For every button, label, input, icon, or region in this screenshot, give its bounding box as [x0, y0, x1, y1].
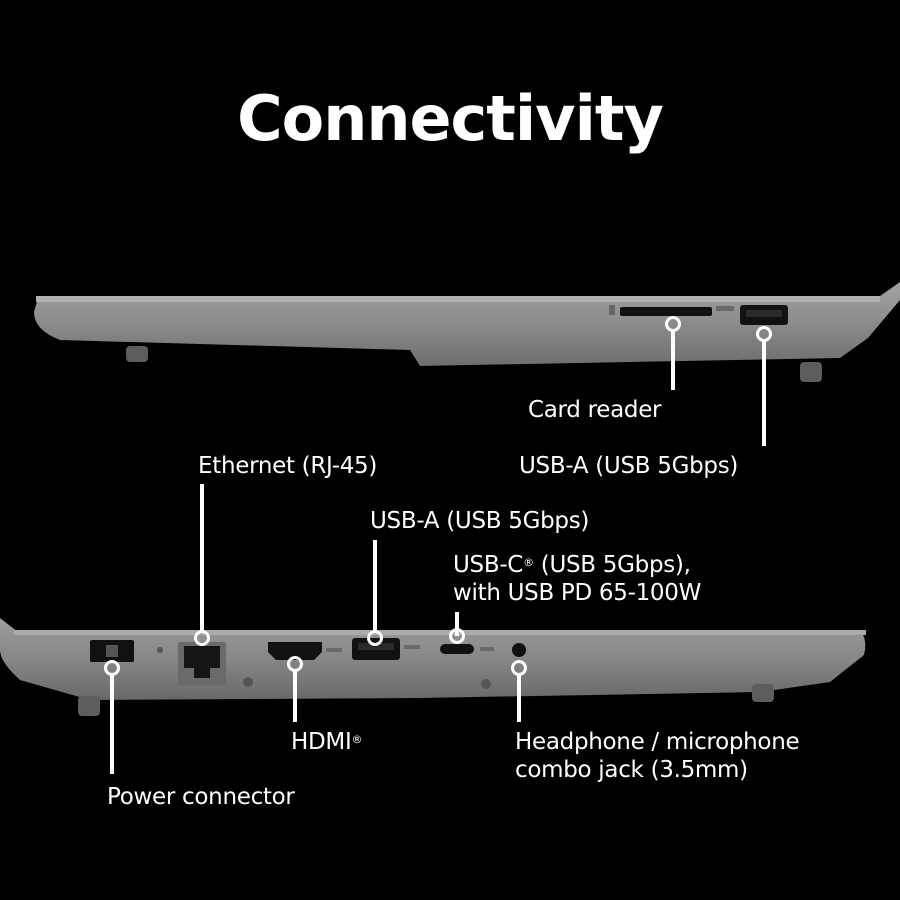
- sd-icon: [609, 305, 615, 315]
- headphone-label: Headphone / microphone combo jack (3.5mm…: [515, 728, 800, 784]
- usb-c-label-line1-rest: (USB 5Gbps),: [533, 552, 691, 578]
- usb-c-reg-mark: ®: [523, 556, 534, 569]
- card-reader-label: Card reader: [528, 397, 662, 423]
- usb-c-label: USB-C® (USB 5Gbps), with USB PD 65-100W: [453, 551, 701, 607]
- usb-c-port: [440, 644, 474, 654]
- foot: [800, 362, 822, 382]
- laptop-right-side: [34, 282, 900, 382]
- hdmi-leader: [293, 670, 297, 722]
- headphone-leader: [517, 674, 521, 722]
- ss-usb-icon: [716, 306, 734, 311]
- foot: [78, 696, 100, 716]
- usb-c-leader: [455, 612, 459, 636]
- usb-c-marker: [449, 628, 465, 644]
- laptop-left-side: [0, 618, 866, 716]
- foot: [752, 684, 774, 702]
- usb-a-left-leader: [373, 540, 377, 632]
- led-indicator: [157, 647, 163, 653]
- page-title: Connectivity: [237, 82, 664, 155]
- headphone-label-line1: Headphone / microphone: [515, 729, 800, 755]
- usb-a-left-label: USB-A (USB 5Gbps): [370, 508, 590, 534]
- hdmi-label-text: HDMI: [291, 729, 352, 755]
- hdmi-label: HDMI®: [291, 728, 362, 756]
- audio-jack: [512, 643, 526, 657]
- power-leader: [110, 674, 114, 774]
- headphone-label-line2: combo jack (3.5mm): [515, 757, 748, 783]
- ethernet-marker: [194, 630, 210, 646]
- usb-c-label-line2: with USB PD 65-100W: [453, 580, 702, 606]
- card-reader-slot: [620, 307, 712, 316]
- foot: [126, 346, 148, 362]
- power-label: Power connector: [107, 784, 295, 810]
- hdmi-reg-mark: ®: [351, 733, 363, 746]
- ethernet-label: Ethernet (RJ-45): [198, 453, 378, 479]
- ethernet-leader: [200, 484, 204, 632]
- card-reader-leader: [671, 330, 675, 390]
- usb-a-right-label: USB-A (USB 5Gbps): [519, 453, 739, 479]
- usb-a-left-marker: [367, 630, 383, 646]
- usb-c-label-line1: USB-C: [453, 552, 524, 578]
- usb-a-right-leader: [762, 340, 766, 446]
- hdmi-port: [268, 642, 322, 660]
